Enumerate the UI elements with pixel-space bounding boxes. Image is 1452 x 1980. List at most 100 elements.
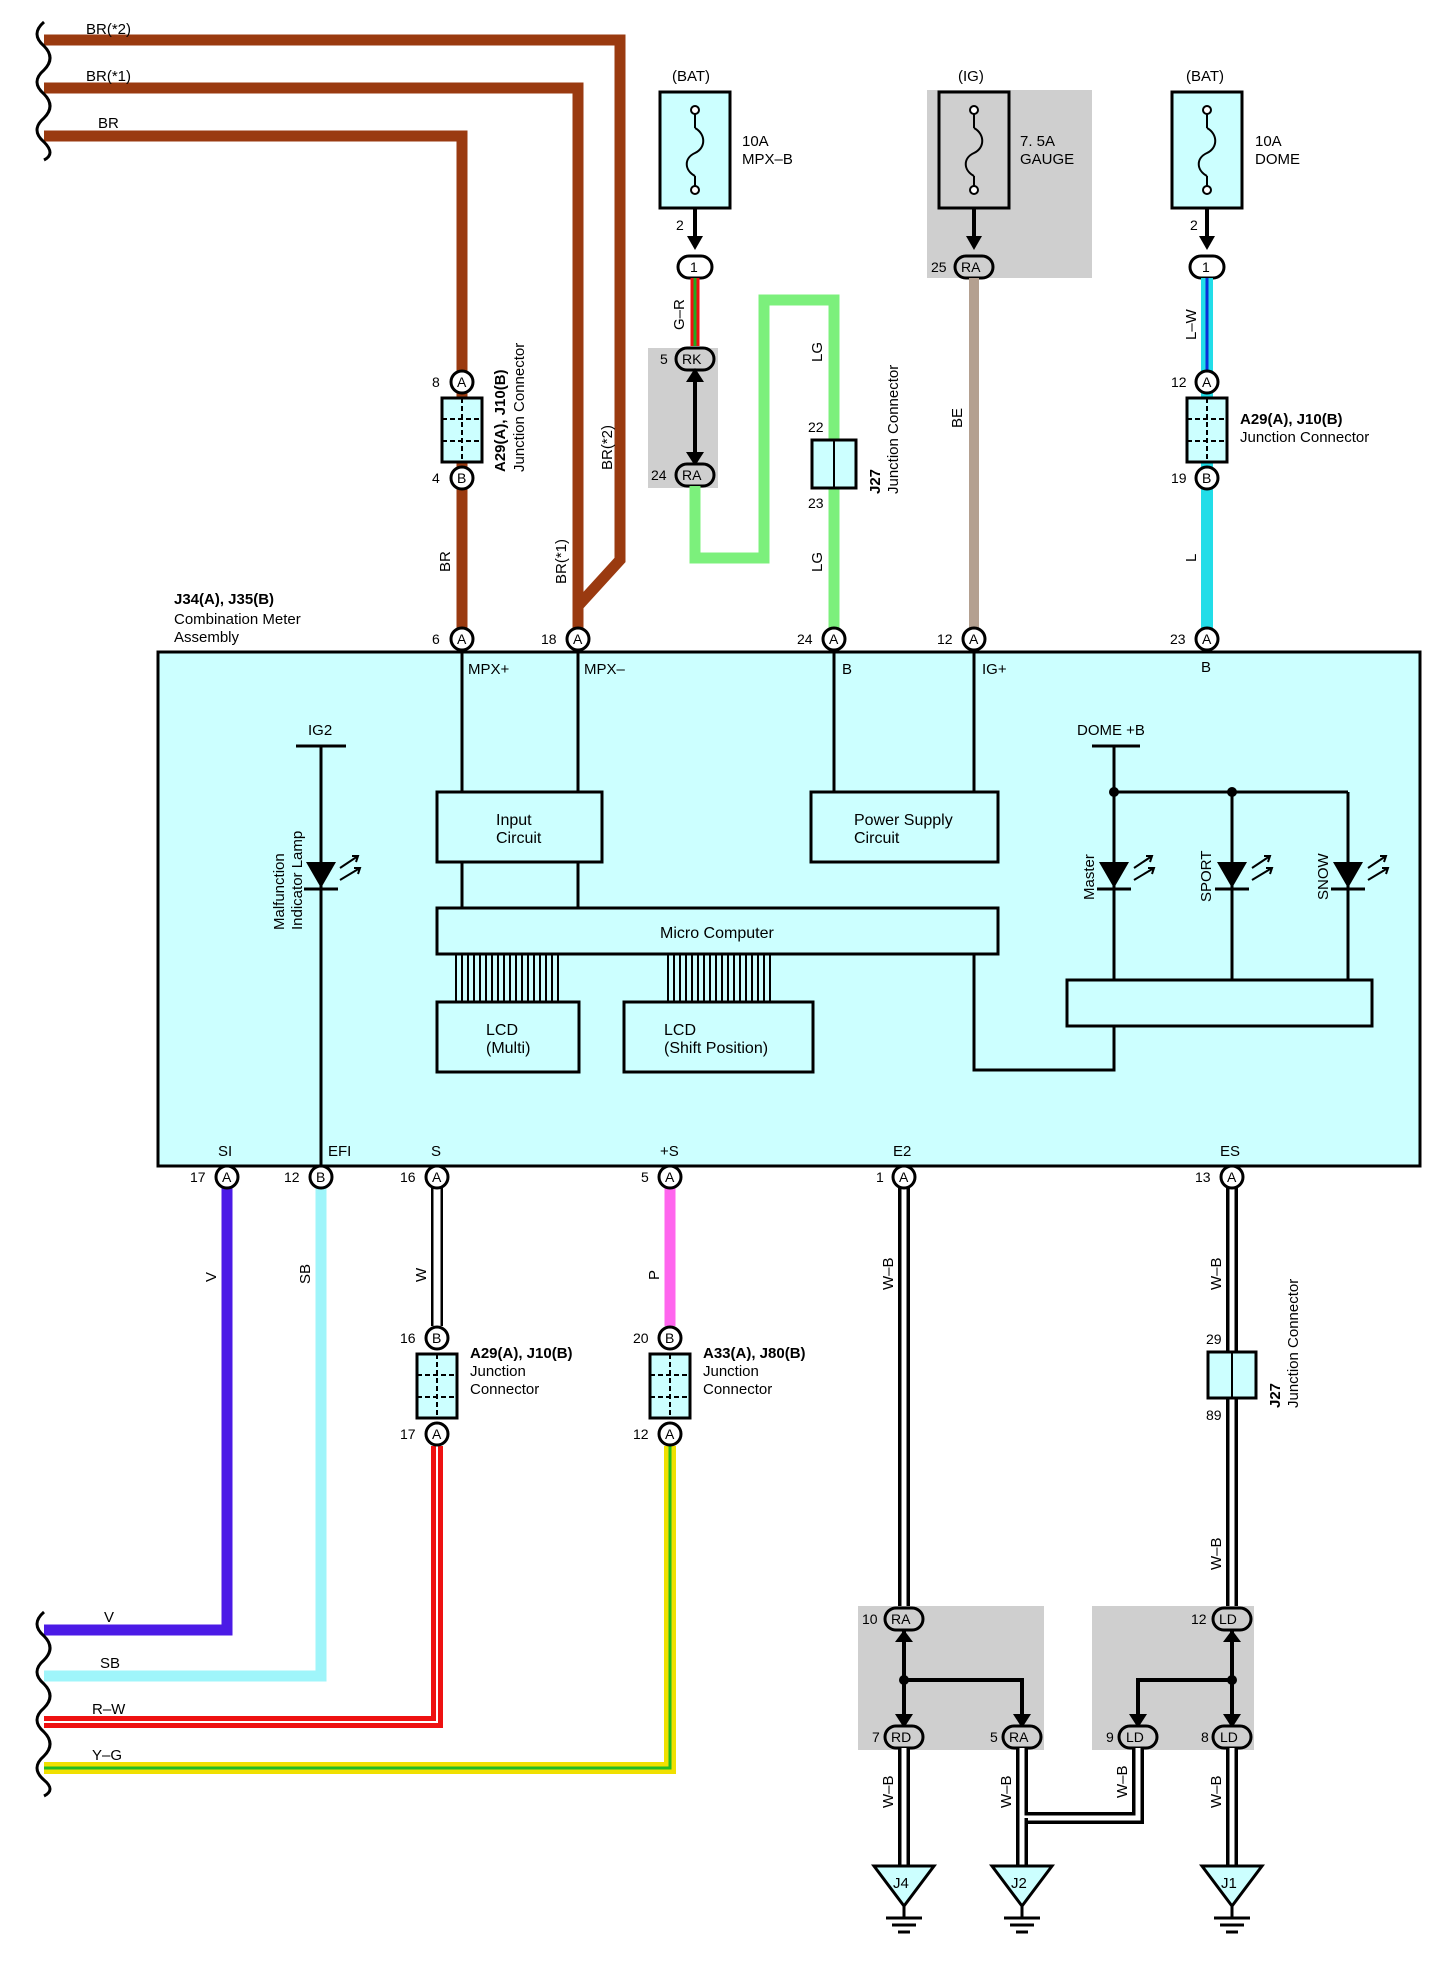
- gbr-bl-conn: LD: [1126, 1729, 1144, 1745]
- svg-text:A: A: [573, 631, 583, 647]
- wire-br-label: BR: [98, 115, 119, 132]
- svg-text:A: A: [899, 1169, 909, 1185]
- fuse-mpx-b: (BAT) 10A MPX–B 2 1: [658, 68, 793, 280]
- combination-meter: J34(A), J35(B) Combination Meter Assembl…: [156, 591, 1422, 1168]
- relay-mpx-bottom-conn: RA: [682, 467, 702, 483]
- svg-text:23: 23: [1170, 631, 1186, 647]
- led-snow-label: SNOW: [1315, 852, 1332, 900]
- wire-sb-label: SB: [297, 1264, 314, 1284]
- j27-lower-pin-top: 29: [1206, 1331, 1222, 1347]
- meter-bottom-pin-plus-s: A 5: [641, 1164, 683, 1190]
- fuse-gauge-connector: RA: [961, 259, 981, 275]
- svg-text:12: 12: [284, 1169, 300, 1185]
- svg-text:13: 13: [1195, 1169, 1211, 1185]
- svg-text:A: A: [665, 1169, 675, 1185]
- upper-junction-right: A 12 B 19 A29(A), J10(B) Junction Connec…: [1171, 369, 1369, 491]
- svg-text:A: A: [432, 1169, 442, 1185]
- lcd-multi-label-1: LCD: [486, 1022, 518, 1039]
- wire-br2-label-lower: BR(*2): [599, 425, 616, 470]
- lower-junction-plus-s: B 20 A 12 A33(A), J80(B) Junction Connec…: [633, 1325, 806, 1447]
- micro-computer-box: [435, 906, 1000, 956]
- lcd-multi-ribbon: [455, 954, 559, 1002]
- j27-lower: 29 89 J27 Junction Connector: [1206, 1279, 1302, 1423]
- fuse-dome-pin: 2: [1190, 217, 1198, 233]
- ljs-pin-top: 16: [400, 1330, 416, 1346]
- gbr-br-pin: 8: [1201, 1729, 1209, 1745]
- gbl-bl-pin: 7: [872, 1729, 880, 1745]
- ljs-desc-1: Junction: [470, 1363, 526, 1380]
- gnd-wb-label-1: W–B: [880, 1775, 897, 1808]
- ground-j1-label: J1: [1221, 1875, 1237, 1892]
- svg-text:18: 18: [541, 631, 557, 647]
- fuse-gauge-source: (IG): [958, 68, 984, 85]
- meter-bottom-pin-si: A 17: [190, 1164, 240, 1190]
- ujr-conn-bottom: B: [1202, 470, 1211, 486]
- harness-rw-label: R–W: [92, 1701, 126, 1718]
- wire-l-w-label: L–W: [1183, 308, 1200, 340]
- gbr-bl-pin: 9: [1106, 1729, 1114, 1745]
- ljp-conn-top: B: [665, 1330, 674, 1346]
- meter-bottom-pin-e2: A 1: [876, 1164, 917, 1190]
- wire-g-r-label: G–R: [671, 299, 688, 330]
- wire-wb-es: W–B W–B: [1208, 1180, 1238, 1606]
- ljp-pin-bottom: 12: [633, 1426, 649, 1442]
- meter-top-pin-b-dome: A 23 B: [1170, 626, 1220, 676]
- wire-w-rw: W: [44, 1180, 443, 1728]
- j27-lower-pin-bottom: 89: [1206, 1407, 1222, 1423]
- fuse-mpx-b-amp: 10A: [742, 133, 769, 150]
- fuse-mpx-b-connector: 1: [690, 259, 698, 275]
- relay-mpx-top-pin: 5: [660, 351, 668, 367]
- svg-text:17: 17: [190, 1169, 206, 1185]
- fuse-gauge-amp: 7. 5A: [1020, 133, 1055, 150]
- harness-v-label: V: [104, 1609, 114, 1626]
- micro-computer-label: Micro Computer: [660, 925, 774, 942]
- wire-lg: LG LG: [689, 294, 840, 640]
- fuse-mpx-b-name: MPX–B: [742, 151, 793, 168]
- led-master-label: Master: [1081, 854, 1098, 900]
- svg-text:A: A: [1227, 1169, 1237, 1185]
- wire-wb-e2: W–B: [880, 1180, 910, 1606]
- pin-label-es: ES: [1220, 1143, 1240, 1160]
- wire-wb-label-1: W–B: [880, 1257, 897, 1290]
- power-supply-box: [809, 790, 1000, 864]
- wire-wb-label-2: W–B: [1208, 1257, 1225, 1290]
- svg-text:MPX+: MPX+: [468, 661, 510, 678]
- gbl-top-pin: 10: [862, 1611, 878, 1627]
- lcd-shift-ribbon: [667, 954, 771, 1002]
- gbl-top-conn: RA: [891, 1611, 911, 1627]
- ujl-desc: Junction Connector: [511, 343, 528, 472]
- ujr-pin-top: 12: [1171, 374, 1187, 390]
- indicator-driver-box: [1065, 978, 1374, 1028]
- lcd-shift-label-2: (Shift Position): [664, 1040, 768, 1057]
- ujr-conn-top: A: [1202, 374, 1212, 390]
- svg-text:A: A: [222, 1169, 232, 1185]
- wire-br1-label-lower: BR(*1): [553, 539, 570, 584]
- meter-name: Combination Meter: [174, 611, 301, 628]
- wire-br-2-label: BR(*2): [86, 21, 131, 38]
- ground-j2-label: J2: [1011, 1875, 1027, 1892]
- fuse-gauge-name: GAUGE: [1020, 151, 1074, 168]
- fuse-dome-source: (BAT): [1186, 68, 1224, 85]
- meter-top-pin-mpx-minus: A 18 MPX–: [541, 626, 626, 678]
- gnd-wb-label-2: W–B: [998, 1775, 1015, 1808]
- ljp-desc-2: Connector: [703, 1381, 772, 1398]
- ground-wires: W–B W–B W–B W–B: [880, 1748, 1238, 1866]
- gbl-br-pin: 5: [990, 1729, 998, 1745]
- svg-text:12: 12: [937, 631, 953, 647]
- relay-mpx-top-conn: RK: [682, 351, 702, 367]
- j27-upper-pin-bottom: 23: [808, 495, 824, 511]
- pin-label-e2: E2: [893, 1143, 911, 1160]
- j27-upper: 22 23 J27 Junction Connector: [808, 365, 902, 511]
- harness-yg-label: Y–G: [92, 1747, 122, 1764]
- wire-br-label-lower: BR: [437, 551, 454, 572]
- ig2-label: IG2: [308, 722, 332, 739]
- j27-lower-id: J27: [1267, 1383, 1284, 1408]
- ljp-conn-bottom: A: [665, 1426, 675, 1442]
- meter-name-2: Assembly: [174, 629, 240, 646]
- wire-l-label: L: [1183, 554, 1200, 562]
- led-master: Master: [1081, 854, 1156, 900]
- meter-top-pin-mpx-plus: A 6 MPX+: [432, 626, 510, 678]
- gbr-br-conn: LD: [1220, 1729, 1238, 1745]
- j27-upper-desc: Junction Connector: [885, 365, 902, 494]
